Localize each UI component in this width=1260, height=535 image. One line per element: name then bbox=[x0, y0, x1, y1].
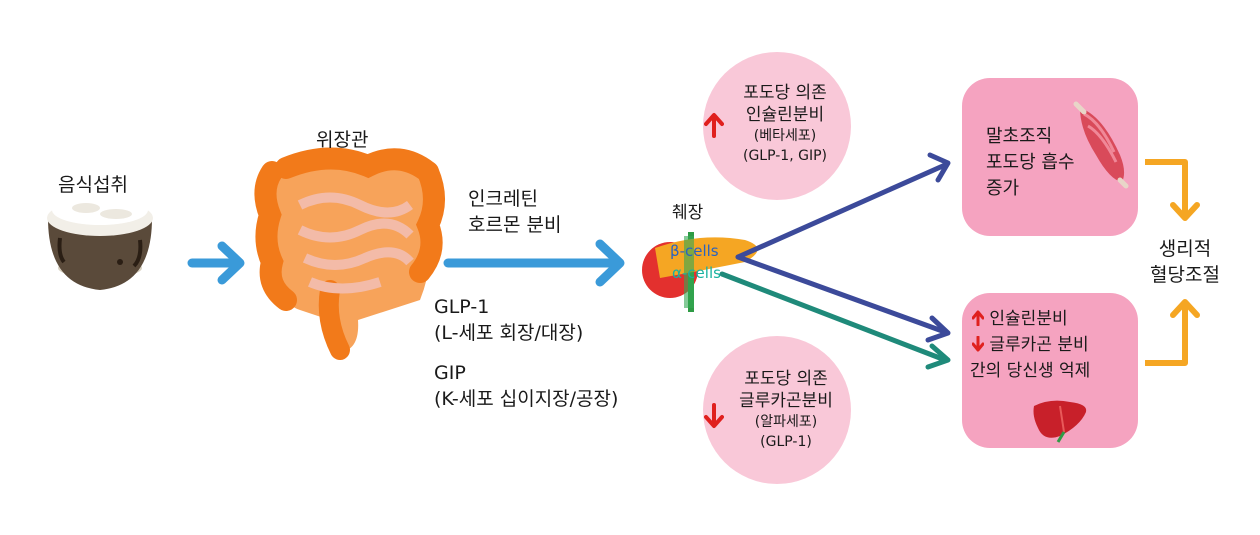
intestine-icon bbox=[254, 147, 445, 360]
result-label: 생리적 혈당조절 bbox=[1140, 236, 1230, 288]
muscle-icon bbox=[1073, 101, 1129, 189]
beta-circle-text: 포도당 의존 인슐린분비 (베타세포) (GLP-1, GIP) bbox=[730, 82, 840, 166]
alpha-circle-line1: 포도당 의존 bbox=[744, 369, 828, 389]
rice-bowl-icon bbox=[47, 195, 153, 290]
gut-label: 위장관 bbox=[316, 129, 369, 151]
arrow-pancreas-to-muscle bbox=[735, 152, 951, 260]
incretin-line1: 인크레틴 bbox=[468, 188, 538, 210]
liver-line3: 간의 당신생 억제 bbox=[970, 361, 1091, 381]
beta-circle-line3: (베타세포) bbox=[753, 128, 817, 144]
arrow-liver-to-result bbox=[1145, 299, 1200, 366]
down-arrow-red-small-icon bbox=[971, 335, 985, 352]
glp1-label: GLP-1 (L-세포 회장/대장) bbox=[434, 294, 583, 346]
up-arrow-red-icon bbox=[704, 113, 724, 138]
alpha-circle-line3: (알파세포) bbox=[754, 414, 818, 430]
liver-icon bbox=[1033, 400, 1087, 443]
down-arrow-red-icon bbox=[704, 403, 724, 428]
liver-box-text: 인슐린분비 글루카곤 분비 간의 당신생 억제 bbox=[966, 306, 1142, 384]
pancreas-icon bbox=[642, 232, 758, 312]
incretin-line2: 호르몬 분비 bbox=[468, 214, 562, 236]
arrow-muscle-to-result bbox=[1145, 159, 1200, 221]
muscle-line1: 말초조직 bbox=[986, 126, 1053, 147]
glp1-line1: GLP-1 bbox=[434, 296, 490, 318]
liver-line2-text: 글루카곤 분비 bbox=[989, 335, 1089, 355]
beta-circle-line2: 인슐린분비 bbox=[745, 105, 825, 125]
liver-line1: 인슐린분비 bbox=[966, 306, 1142, 332]
liver-line2: 글루카곤 분비 bbox=[966, 332, 1142, 358]
result-line2: 혈당조절 bbox=[1150, 264, 1220, 286]
pancreas-label: 췌장 bbox=[672, 203, 704, 223]
alpha-cell-circle bbox=[703, 336, 851, 484]
glp1-line2: (L-세포 회장/대장) bbox=[434, 322, 584, 344]
gip-line1: GIP bbox=[434, 362, 466, 384]
beta-cells-label: β-cells bbox=[670, 242, 719, 260]
alpha-circle-line4: (GLP-1) bbox=[760, 434, 812, 450]
muscle-box-text: 말초조직 포도당 흡수 증가 bbox=[986, 124, 1075, 202]
gip-line2: (K-세포 십이지장/공장) bbox=[434, 388, 619, 410]
result-line1: 생리적 bbox=[1158, 238, 1212, 260]
arrow-pancreas-to-liver-teal bbox=[719, 271, 951, 370]
up-arrow-red-small-icon bbox=[971, 310, 985, 327]
arrow-food-to-gut bbox=[187, 241, 245, 285]
liver-line1-text: 인슐린분비 bbox=[989, 309, 1068, 329]
muscle-line3: 증가 bbox=[986, 178, 1020, 199]
beta-cell-circle bbox=[703, 52, 851, 200]
incretin-label: 인크레틴 호르몬 분비 bbox=[468, 186, 561, 238]
beta-circle-line4: (GLP-1, GIP) bbox=[743, 148, 827, 164]
arrow-gut-to-pancreas bbox=[443, 239, 625, 287]
food-intake-label: 음식섭취 bbox=[58, 174, 128, 196]
arrow-pancreas-to-liver-navy bbox=[735, 254, 951, 343]
alpha-circle-text: 포도당 의존 글루카곤분비 (알파세포) (GLP-1) bbox=[728, 368, 844, 452]
gip-label: GIP (K-세포 십이지장/공장) bbox=[434, 360, 618, 412]
alpha-cells-label: α-cells bbox=[672, 264, 721, 282]
muscle-line2: 포도당 흡수 bbox=[986, 152, 1075, 173]
alpha-circle-line2: 글루카곤분비 bbox=[739, 391, 833, 411]
beta-circle-line1: 포도당 의존 bbox=[743, 83, 827, 103]
